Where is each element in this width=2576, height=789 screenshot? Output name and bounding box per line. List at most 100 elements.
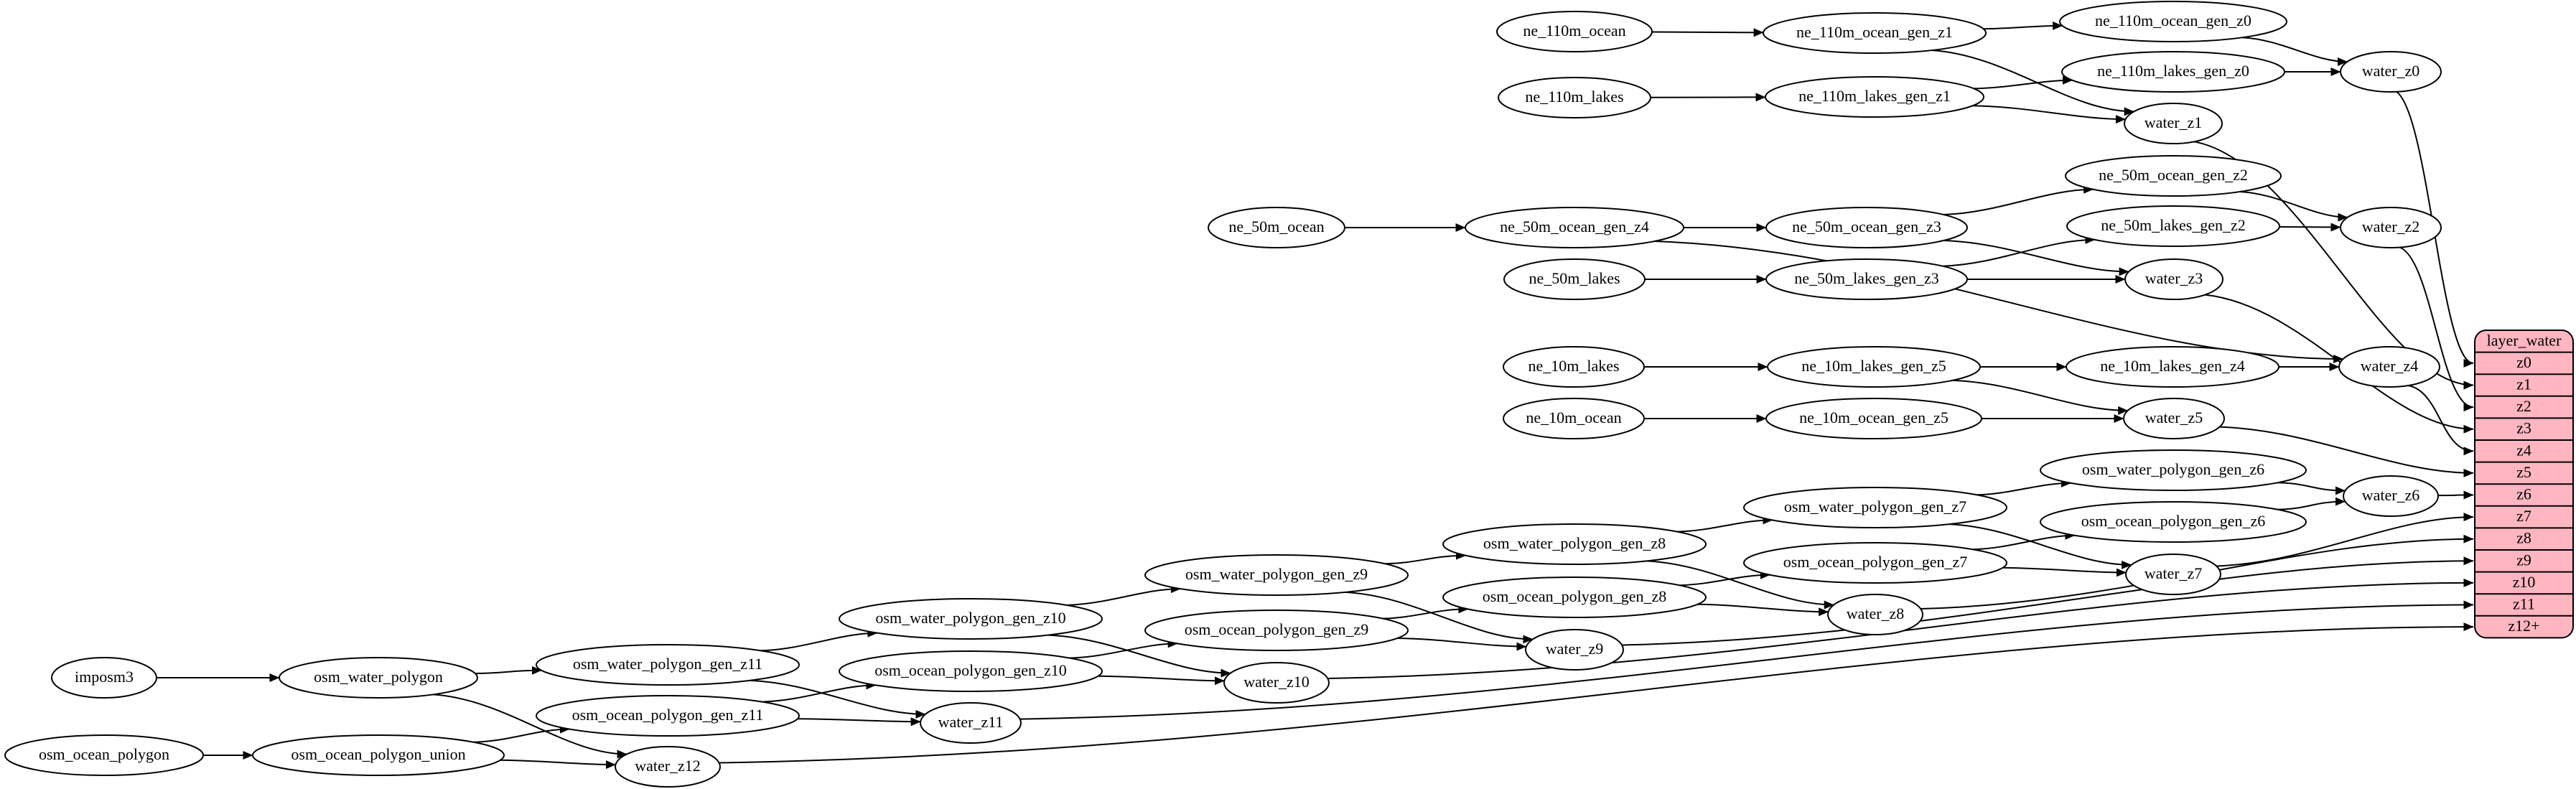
node-ellipse-osm_water_polygon_gen_z8 xyxy=(1442,523,1707,565)
edge-ne_110m_ocean-to-ne_110m_ocean_gen_z1 xyxy=(1651,28,1764,37)
edge-osm_water_polygon_gen_z7-to-water_z7 xyxy=(1949,523,2132,569)
node-label-osm_water_polygon_gen_z10: osm_water_polygon_gen_z10 xyxy=(875,609,1065,627)
node-water_z6: water_z6 xyxy=(2343,475,2439,517)
node-osm_water_polygon_gen_z11: osm_water_polygon_gen_z11 xyxy=(536,644,800,686)
edge-ne_10m_lakes_gen_z5-to-water_z5 xyxy=(1952,379,2129,415)
node-ne_50m_ocean_gen_z2: ne_50m_ocean_gen_z2 xyxy=(2065,155,2282,197)
node-osm_ocean_polygon_gen_z9: osm_ocean_polygon_gen_z9 xyxy=(1144,610,1409,651)
node-label-osm_ocean_polygon: osm_ocean_polygon xyxy=(39,745,169,763)
node-label-osm_water_polygon_gen_z6: osm_water_polygon_gen_z6 xyxy=(2082,460,2264,478)
edge-water_z5-to-layer_water-z5 xyxy=(2219,426,2474,477)
node-label-osm_ocean_polygon_gen_z6: osm_ocean_polygon_gen_z6 xyxy=(2081,512,2266,530)
edge-osm_water_polygon_gen_z9-to-water_z9 xyxy=(1345,591,1534,644)
edge-osm_water_polygon_gen_z11-to-water_z11 xyxy=(750,679,926,719)
edge-osm_ocean_polygon_gen_z10-to-osm_ocean_polygon_gen_z9 xyxy=(1069,639,1178,659)
node-label-ne_110m_lakes: ne_110m_lakes xyxy=(1525,88,1623,106)
node-ellipse-ne_50m_ocean_gen_z2 xyxy=(2065,155,2282,197)
node-ellipse-osm_water_polygon xyxy=(279,657,478,699)
edge-osm_ocean_polygon_gen_z9-to-water_z9 xyxy=(1397,638,1527,651)
node-osm_ocean_polygon_union: osm_ocean_polygon_union xyxy=(252,734,505,776)
node-label-osm_water_polygon_gen_z11: osm_water_polygon_gen_z11 xyxy=(573,655,762,673)
node-ne_50m_lakes_gen_z2: ne_50m_lakes_gen_z2 xyxy=(2066,205,2280,247)
node-ellipse-ne_110m_lakes_gen_z1 xyxy=(1765,76,1984,118)
edge-osm_ocean_polygon_union-to-water_z12 xyxy=(500,759,616,770)
node-label-ne_50m_lakes: ne_50m_lakes xyxy=(1529,269,1620,287)
edge-osm_water_polygon_gen_z6-to-water_z6 xyxy=(2277,482,2346,495)
node-label-ne_110m_lakes_gen_z1: ne_110m_lakes_gen_z1 xyxy=(1798,87,1951,105)
node-label-osm_ocean_polygon_gen_z9: osm_ocean_polygon_gen_z9 xyxy=(1185,620,1369,638)
node-ellipse-water_z6 xyxy=(2343,475,2439,517)
layer-water-row-z3: z3 xyxy=(2516,419,2531,437)
node-ellipse-ne_110m_lakes xyxy=(1498,77,1651,118)
node-ellipse-ne_50m_ocean_gen_z3 xyxy=(1765,207,1968,248)
edge-ne_110m_ocean_gen_z1-to-ne_110m_ocean_gen_z0 xyxy=(1983,21,2063,30)
node-water_z12: water_z12 xyxy=(615,746,721,788)
node-ellipse-osm_ocean_polygon_gen_z11 xyxy=(536,695,800,737)
node-ellipse-water_z9 xyxy=(1525,629,1624,671)
node-water_z7: water_z7 xyxy=(2125,554,2221,595)
layer-water-header: layer_water xyxy=(2487,331,2562,349)
node-label-water_z8: water_z8 xyxy=(1847,604,1905,622)
node-label-osm_water_polygon: osm_water_polygon xyxy=(314,668,443,686)
node-water_z9: water_z9 xyxy=(1525,629,1624,671)
node-label-ne_50m_ocean: ne_50m_ocean xyxy=(1228,218,1324,235)
layer-water-row-z4: z4 xyxy=(2516,441,2531,459)
edge-water_z2-to-layer_water-z2 xyxy=(2399,246,2474,412)
node-water_z1: water_z1 xyxy=(2124,103,2223,144)
node-ellipse-ne_50m_ocean_gen_z4 xyxy=(1465,207,1684,248)
node-ellipse-ne_110m_lakes_gen_z0 xyxy=(2061,51,2285,93)
edge-osm_ocean_polygon_gen_z7-to-water_z7 xyxy=(2002,566,2127,577)
node-ellipse-osm_ocean_polygon_gen_z10 xyxy=(839,650,1103,692)
layer-water-row-z2: z2 xyxy=(2516,397,2531,415)
node-ellipse-ne_10m_lakes_gen_z5 xyxy=(1767,346,1981,388)
node-ne_50m_ocean_gen_z4: ne_50m_ocean_gen_z4 xyxy=(1465,207,1684,248)
node-ne_10m_lakes: ne_10m_lakes xyxy=(1503,346,1645,388)
node-label-water_z1: water_z1 xyxy=(2145,113,2203,131)
node-ellipse-ne_50m_lakes_gen_z2 xyxy=(2066,205,2280,247)
node-label-water_z9: water_z9 xyxy=(1546,640,1604,658)
edge-osm_water_polygon_gen_z10-to-water_z10 xyxy=(1048,634,1231,678)
edge-ne_110m_lakes_gen_z1-to-ne_110m_lakes_gen_z0 xyxy=(1974,75,2073,90)
node-label-osm_water_polygon_gen_z9: osm_water_polygon_gen_z9 xyxy=(1185,565,1368,583)
edge-water_z10-to-layer_water-z10 xyxy=(1327,578,2474,679)
edge-osm_water_polygon-to-osm_water_polygon_gen_z11 xyxy=(475,666,542,675)
node-ellipse-water_z11 xyxy=(920,702,1022,744)
edge-osm_ocean_polygon_union-to-osm_ocean_polygon_gen_z11 xyxy=(474,724,570,743)
node-label-ne_50m_ocean_gen_z3: ne_50m_ocean_gen_z3 xyxy=(1792,218,1941,235)
node-osm_water_polygon_gen_z6: osm_water_polygon_gen_z6 xyxy=(2040,449,2307,491)
node-label-water_z2: water_z2 xyxy=(2362,218,2420,235)
node-ellipse-osm_ocean_polygon_gen_z6 xyxy=(2040,501,2307,543)
node-ne_50m_lakes: ne_50m_lakes xyxy=(1503,258,1646,300)
node-ellipse-water_z0 xyxy=(2340,51,2442,93)
edge-ne_50m_lakes_gen_z3-to-ne_50m_lakes_gen_z2 xyxy=(1942,235,2096,267)
node-ellipse-water_z4 xyxy=(2338,346,2440,388)
node-water_z0: water_z0 xyxy=(2340,51,2442,93)
node-label-ne_50m_lakes_gen_z2: ne_50m_lakes_gen_z2 xyxy=(2101,216,2246,234)
node-ne_110m_lakes: ne_110m_lakes xyxy=(1498,77,1651,118)
node-ellipse-osm_ocean_polygon xyxy=(4,734,204,776)
node-label-osm_water_polygon_gen_z8: osm_water_polygon_gen_z8 xyxy=(1483,534,1666,552)
node-osm_water_polygon_gen_z8: osm_water_polygon_gen_z8 xyxy=(1442,523,1707,565)
node-ellipse-ne_10m_lakes xyxy=(1503,346,1645,388)
node-ellipse-osm_ocean_polygon_gen_z9 xyxy=(1144,610,1409,651)
node-ellipse-osm_ocean_polygon_union xyxy=(252,734,505,776)
edge-ne_110m_lakes_gen_z1-to-water_z1 xyxy=(1972,105,2126,124)
node-ellipse-water_z7 xyxy=(2125,554,2221,595)
node-label-osm_ocean_polygon_gen_z8: osm_ocean_polygon_gen_z8 xyxy=(1483,587,1667,605)
node-osm_water_polygon_gen_z9: osm_water_polygon_gen_z9 xyxy=(1144,554,1409,596)
edge-osm_water_polygon_gen_z8-to-osm_water_polygon_gen_z7 xyxy=(1677,515,1773,533)
node-water_z11: water_z11 xyxy=(920,702,1022,744)
node-ellipse-ne_110m_ocean_gen_z1 xyxy=(1763,12,1987,54)
node-osm_ocean_polygon: osm_ocean_polygon xyxy=(4,734,204,776)
node-ne_110m_ocean_gen_z1: ne_110m_ocean_gen_z1 xyxy=(1763,12,1987,54)
node-ellipse-water_z8 xyxy=(1827,594,1923,635)
node-osm_water_polygon_gen_z10: osm_water_polygon_gen_z10 xyxy=(839,598,1103,640)
node-label-ne_10m_ocean: ne_10m_ocean xyxy=(1526,408,1621,426)
node-label-water_z0: water_z0 xyxy=(2362,62,2420,80)
edge-osm_ocean_polygon_gen_z11-to-osm_ocean_polygon_gen_z10 xyxy=(762,681,877,703)
edge-osm_water_polygon_gen_z10-to-osm_water_polygon_gen_z9 xyxy=(1066,584,1181,606)
node-ellipse-water_z10 xyxy=(1223,662,1330,704)
layer-water-row-z9: z9 xyxy=(2516,551,2531,569)
node-ne_110m_ocean_gen_z0: ne_110m_ocean_gen_z0 xyxy=(2059,1,2287,42)
